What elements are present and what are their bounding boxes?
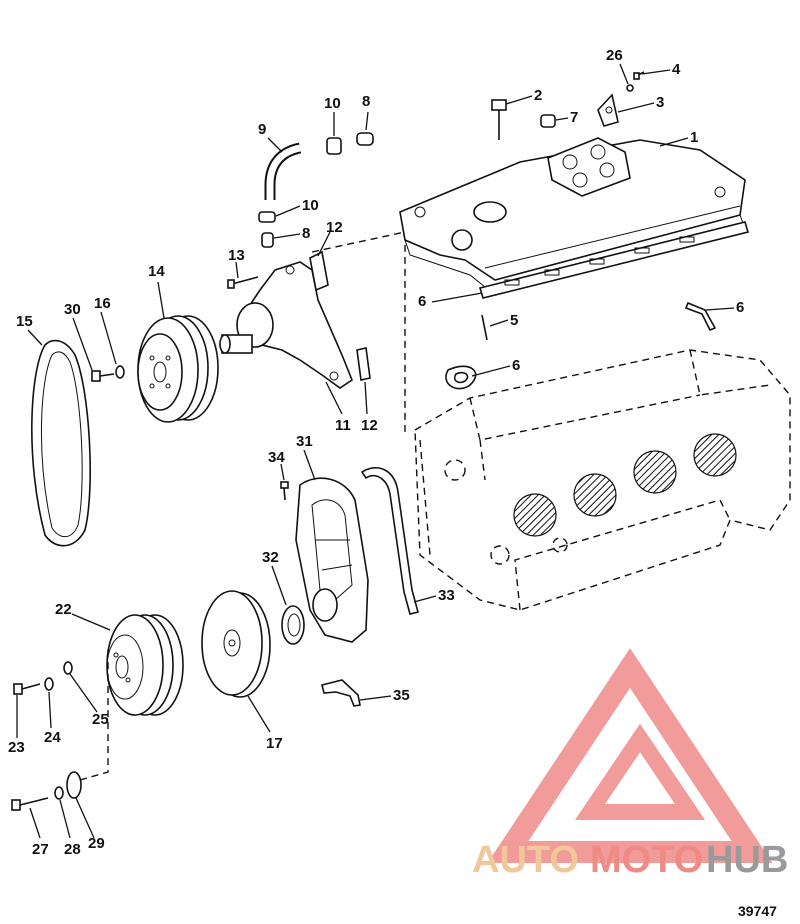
callout-8a: 8 [362, 93, 370, 110]
callout-24: 24 [44, 729, 61, 746]
lower-bolt [11, 797, 49, 811]
retainer-plate [66, 771, 82, 799]
callout-1: 1 [690, 129, 698, 146]
bracket [597, 93, 619, 127]
callout-2: 2 [534, 87, 542, 104]
cylinder-bores [513, 433, 737, 537]
hose-clamp-lower [258, 211, 276, 223]
pump-gasket-lower [356, 347, 371, 381]
callout-10b: 10 [302, 197, 319, 214]
alignment-line-crank [79, 650, 109, 781]
callout-9: 9 [258, 121, 266, 138]
figure-number: 39747 [738, 903, 777, 919]
callout-8b: 8 [302, 225, 310, 242]
callout-14: 14 [148, 263, 165, 280]
stud [481, 314, 488, 341]
callout-27: 27 [32, 841, 49, 858]
callout-28: 28 [64, 841, 81, 858]
callout-25: 25 [92, 711, 109, 728]
lower-washer [54, 786, 64, 800]
callout-29: 29 [88, 835, 105, 852]
timing-pointer [321, 679, 361, 707]
pump-gasket-upper [309, 250, 329, 292]
crank-lock-washer [44, 677, 54, 691]
callout-5: 5 [510, 312, 518, 329]
callout-13: 13 [228, 247, 245, 264]
callout-22: 22 [55, 601, 72, 618]
watermark-auto: AUTO [472, 839, 579, 881]
manifold-bolt [491, 99, 507, 140]
engine-block [414, 349, 791, 611]
intake-manifold [399, 137, 746, 296]
hose-fitting-lower [261, 232, 274, 248]
logo-triangle-outer [487, 648, 773, 863]
alignment-line-pump [311, 231, 406, 432]
pump-bolt [227, 276, 259, 289]
small-bolt [626, 71, 645, 92]
timing-cover [295, 477, 369, 643]
crank-bolt [13, 683, 41, 695]
callout-17: 17 [266, 735, 283, 752]
watermark-logo: AUTO MOTO HUB [472, 648, 788, 881]
watermark-hub: HUB [706, 839, 788, 881]
water-pump [219, 261, 353, 389]
callout-11: 11 [335, 417, 351, 434]
callout-33: 33 [438, 587, 455, 604]
front-seal [281, 605, 305, 645]
callout-6a: 6 [418, 293, 426, 310]
water-pump-pulley [137, 315, 219, 423]
crank-washer [63, 661, 73, 675]
callout-34: 34 [268, 449, 285, 466]
leader-lines [16, 63, 735, 839]
cover-gasket [360, 467, 419, 615]
callout-32: 32 [262, 549, 279, 566]
callout-16: 16 [94, 295, 111, 312]
callout-15: 15 [16, 313, 33, 330]
cover-bolt [280, 481, 289, 501]
callout-10a: 10 [324, 95, 341, 112]
pipe-plug [540, 114, 556, 128]
callout-31: 31 [296, 433, 313, 450]
callout-26: 26 [606, 47, 623, 64]
callout-12a: 12 [326, 219, 343, 236]
callout-12b: 12 [361, 417, 378, 434]
callout-30: 30 [64, 301, 81, 318]
crankshaft-pulley [106, 614, 184, 716]
pulley-bolt [91, 370, 115, 382]
watermark-moto: MOTO [590, 839, 703, 881]
drive-belt [31, 339, 92, 547]
callout-3: 3 [656, 94, 664, 111]
lock-washer [115, 365, 125, 379]
callout-4: 4 [672, 61, 681, 78]
logo-triangle-inner [574, 723, 706, 820]
hose-clamp-upper [326, 137, 342, 155]
callout-7: 7 [570, 109, 578, 126]
callout-6c: 6 [512, 357, 520, 374]
harmonic-balancer [201, 590, 271, 698]
manifold-end-seal [684, 301, 717, 332]
water-outlet-gasket [445, 365, 477, 390]
manifold-gasket-side [478, 221, 750, 299]
callout-35: 35 [393, 687, 410, 704]
callout-6b: 6 [736, 299, 744, 316]
callout-labels: 1 2 3 4 5 6 6 6 7 8 8 9 10 10 11 12 12 1… [8, 47, 744, 858]
callout-23: 23 [8, 739, 25, 756]
hose-fitting-upper [356, 132, 374, 146]
